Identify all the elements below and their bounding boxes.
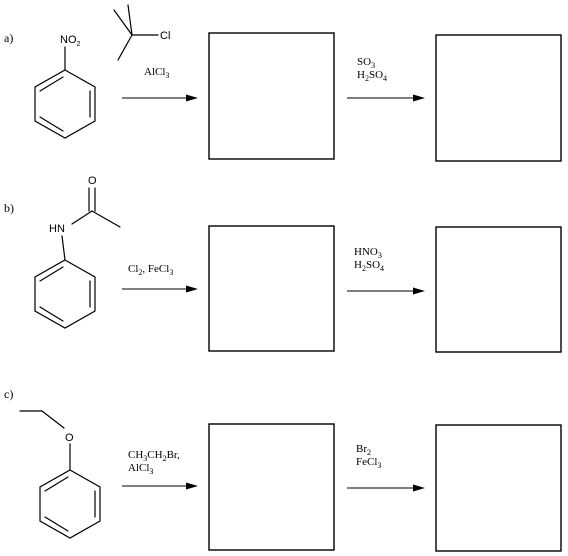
row-a-reagent2-line1: SO3 bbox=[357, 56, 375, 70]
row-a-reagent1: AlCl3 bbox=[144, 66, 169, 80]
row-c-reagent1-line1: CH3CH2Br, bbox=[128, 449, 180, 463]
carbonyl-oxygen-label: O bbox=[88, 175, 97, 187]
row-a-product-box-1[interactable] bbox=[208, 32, 335, 160]
row-c-product-box-1[interactable] bbox=[208, 423, 335, 551]
row-b-label: b) bbox=[4, 201, 14, 215]
row-c-reagent1-line2: AlCl3 bbox=[128, 462, 153, 476]
tert-butyl-chloride-structure: Cl bbox=[113, 4, 170, 61]
row-c-label: c) bbox=[4, 387, 13, 401]
row-b-reagent1: Cl2, FeCl3 bbox=[128, 263, 173, 277]
nh-group-label: HN bbox=[49, 223, 65, 235]
row-a-label: a) bbox=[4, 31, 13, 45]
nitro-group-label: NO2 bbox=[60, 34, 81, 48]
ethoxybenzene-structure: O bbox=[19, 410, 101, 539]
row-b-product-box-2[interactable] bbox=[435, 226, 562, 353]
chlorine-atom-label: Cl bbox=[160, 30, 170, 42]
row-b-arrow1 bbox=[122, 285, 198, 293]
row-b-arrow2 bbox=[347, 287, 425, 295]
row-c-arrow1 bbox=[122, 482, 198, 490]
row-a-product-box-2[interactable] bbox=[435, 34, 562, 162]
row-c-product-box-2[interactable] bbox=[435, 424, 562, 552]
row-a-arrow1 bbox=[122, 94, 198, 102]
row-b-reagent2-line1: HNO3 bbox=[354, 246, 382, 260]
row-c-arrow2 bbox=[347, 484, 425, 492]
ether-oxygen-label: O bbox=[65, 432, 74, 444]
nitrobenzene-structure: NO2 bbox=[34, 34, 96, 139]
row-a-arrow2 bbox=[347, 94, 425, 102]
row-a-reagent2-line2: H2SO4 bbox=[357, 69, 387, 83]
row-b-product-box-1[interactable] bbox=[208, 225, 335, 352]
acetanilide-structure: HN O bbox=[34, 175, 121, 329]
row-c-reagent2-line1: Br2 bbox=[356, 443, 371, 457]
row-c-reagent2-line2: FeCl3 bbox=[356, 456, 381, 470]
row-b-reagent2-line2: H2SO4 bbox=[354, 259, 384, 273]
